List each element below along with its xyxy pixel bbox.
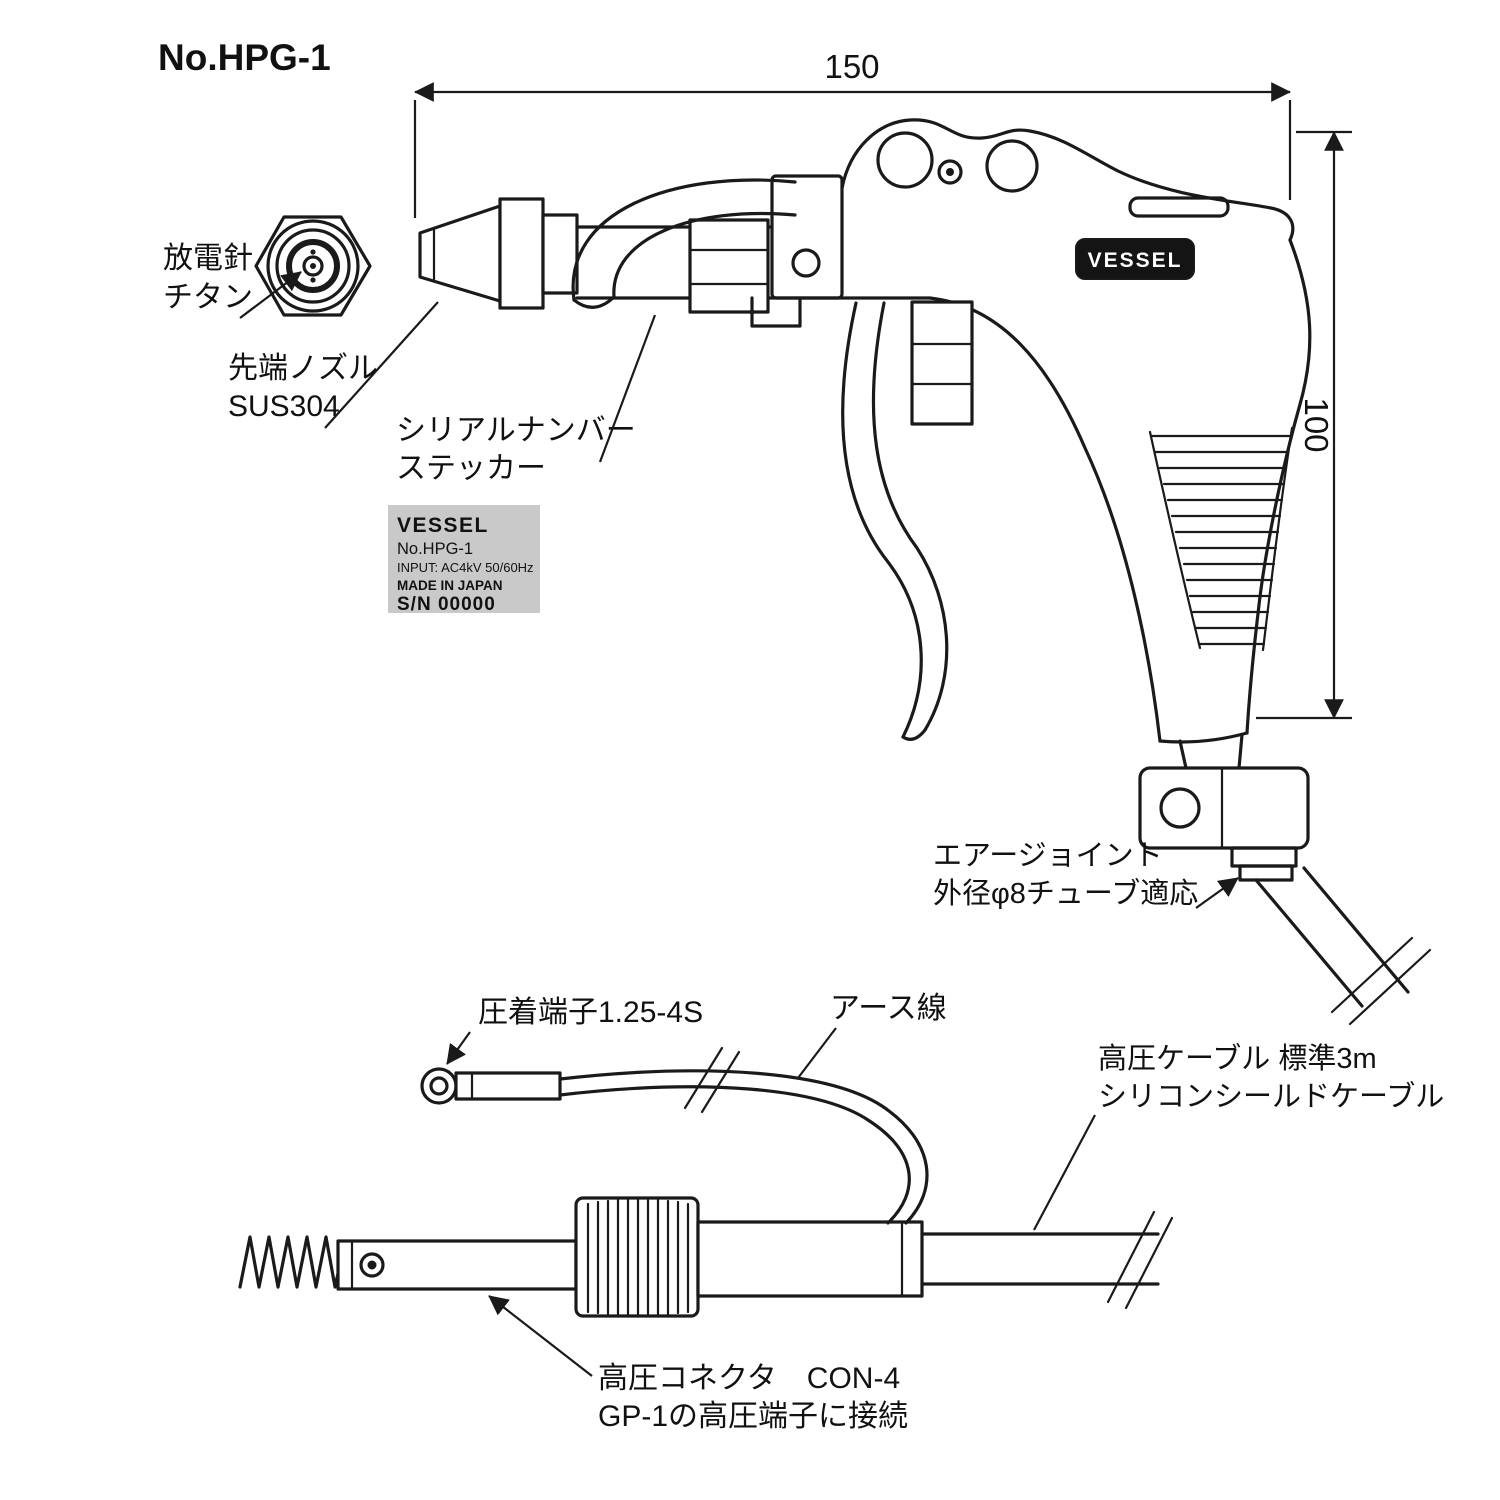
- leader-discharge-needle: [239, 271, 302, 319]
- air-joint-fitting: [1230, 846, 1298, 882]
- tip-nozzle: [418, 204, 502, 303]
- handle-back-edge: [1245, 238, 1312, 735]
- sticker-model: No.HPG-1: [397, 540, 473, 558]
- tip-nozzle-label-2: SUS304: [228, 390, 340, 423]
- tip-nozzle-label-1: 先端ノズル: [228, 352, 378, 385]
- spec-sticker-bg: [388, 505, 540, 613]
- vessel-badge: VESSEL: [1075, 238, 1195, 280]
- crimp-terminal-label: 圧着端子1.25-4S: [478, 996, 703, 1029]
- leader-tip-nozzle: [324, 301, 439, 429]
- leader-earth-wire: [797, 1027, 837, 1079]
- leader-hv-cable: [1033, 1114, 1096, 1231]
- top-screw-right: [985, 139, 1039, 193]
- hv-cable: [920, 1210, 1174, 1310]
- dimension-100: 100: [1256, 130, 1352, 720]
- hv-cable-label-2: シリコンシールドケーブル: [1098, 1080, 1444, 1113]
- discharge-needle-tip: [310, 263, 316, 269]
- crimp-sleeve: [454, 1071, 562, 1101]
- sticker-brand: VESSEL: [397, 514, 489, 537]
- handle-front-edge: [928, 296, 1162, 743]
- dimension-150: 150: [413, 48, 1292, 218]
- hv-connector-label-2: GP-1の高圧端子に接続: [598, 1400, 908, 1433]
- trigger: [841, 301, 949, 741]
- body-outline: [840, 118, 1295, 242]
- serial-sticker-label-1: シリアルナンバー: [396, 414, 636, 447]
- callout-serial-sticker: シリアルナンバー ステッカー: [396, 314, 657, 485]
- sticker-serial: S/N 00000: [397, 594, 496, 615]
- gun-side-view: VESSEL: [418, 118, 1432, 1026]
- ring-terminal: [420, 1067, 458, 1105]
- hv-cable-label-1: 高圧ケーブル 標準3m: [1098, 1042, 1377, 1075]
- discharge-needle-label-1: 放電針: [163, 242, 253, 275]
- hv-connector-label-1: 高圧コネクタ CON-4: [598, 1362, 900, 1395]
- hv-connector-assembly: [238, 1046, 1174, 1318]
- grip-ribs: [1148, 426, 1294, 652]
- connector-body: [696, 1220, 924, 1298]
- callout-earth-wire: アース線: [797, 992, 947, 1079]
- air-joint-label-1: エアージョイント: [933, 840, 1163, 872]
- leader-air-joint: [1195, 877, 1239, 909]
- callout-crimp-terminal: 圧着端子1.25-4S: [446, 996, 703, 1065]
- sticker-origin: MADE IN JAPAN: [397, 578, 503, 593]
- air-joint-label-2: 外径φ8チューブ適応: [933, 877, 1198, 910]
- connector-rod: [336, 1239, 578, 1291]
- lower-clamp: [1138, 766, 1310, 850]
- spec-sticker: VESSEL No.HPG-1 INPUT: AC4kV 50/60Hz MAD…: [388, 505, 540, 615]
- callout-hv-cable: 高圧ケーブル 標準3m シリコンシールドケーブル: [1033, 1042, 1444, 1231]
- valve-hex-block: [910, 300, 974, 426]
- knurled-nut: [574, 1196, 700, 1318]
- sticker-input-rating: INPUT: AC4kV 50/60Hz: [397, 560, 534, 575]
- hook-tube: [571, 178, 797, 302]
- top-tab: [1128, 196, 1230, 218]
- callout-hv-connector: 高圧コネクタ CON-4 GP-1の高圧端子に接続: [488, 1295, 908, 1433]
- callout-discharge-needle: 放電針 チタン: [163, 242, 302, 319]
- serial-sticker-label-2: ステッカー: [396, 452, 546, 485]
- earth-wire-assembly: [420, 1046, 929, 1225]
- leader-hv-connector: [488, 1295, 593, 1377]
- nozzle-front-view: [254, 215, 372, 317]
- leader-crimp-terminal: [446, 1031, 471, 1065]
- top-screw-left: [876, 131, 934, 189]
- callout-air-joint: エアージョイント 外径φ8チューブ適応: [933, 840, 1239, 910]
- callout-tip-nozzle: 先端ノズル SUS304: [228, 301, 439, 429]
- dimension-100-label: 100: [1298, 397, 1335, 452]
- discharge-needle-label-2: チタン: [163, 281, 253, 314]
- drawing-title: No.HPG-1: [158, 37, 331, 78]
- vessel-badge-label: VESSEL: [1088, 249, 1183, 272]
- handle-cable: [1254, 866, 1432, 1026]
- barrel-hex-nut: [688, 218, 770, 314]
- earth-wire-label: アース線: [830, 992, 947, 1025]
- dimension-150-label: 150: [824, 48, 879, 85]
- front-clamp: [770, 174, 844, 300]
- connector-spring: [238, 1235, 343, 1289]
- leader-serial-sticker: [598, 314, 657, 463]
